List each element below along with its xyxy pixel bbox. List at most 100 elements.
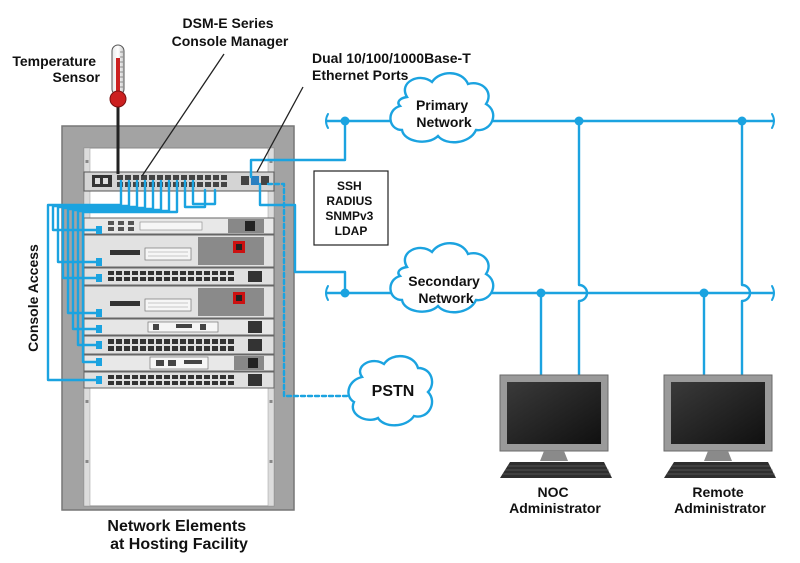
port	[164, 277, 170, 281]
port	[172, 339, 178, 344]
port	[188, 346, 194, 351]
port	[125, 175, 131, 180]
ethernet-ports-label: Dual 10/100/1000Base-T Ethernet Ports	[312, 50, 475, 83]
port	[220, 277, 226, 281]
port	[188, 339, 194, 344]
port	[188, 271, 194, 275]
noc-to-primary	[577, 119, 589, 377]
port	[204, 381, 210, 385]
port	[164, 271, 170, 275]
port	[124, 271, 130, 275]
port	[124, 381, 130, 385]
port	[212, 277, 218, 281]
port	[148, 271, 154, 275]
port	[140, 375, 146, 379]
secondary-network-label: Secondary Network	[408, 273, 483, 306]
port	[180, 346, 186, 351]
port	[228, 271, 234, 275]
port	[116, 381, 122, 385]
port	[188, 375, 194, 379]
port	[196, 375, 202, 379]
port	[148, 381, 154, 385]
port	[148, 375, 154, 379]
port	[156, 375, 162, 379]
console-manager-unit	[83, 171, 275, 192]
port	[204, 277, 210, 281]
port	[212, 381, 218, 385]
computer-monitor-icon	[499, 374, 612, 478]
port	[204, 375, 210, 379]
port	[212, 375, 218, 379]
port	[213, 175, 219, 180]
port	[141, 175, 147, 180]
primary-network-label: Primary Network	[416, 97, 472, 130]
port	[108, 346, 114, 351]
port	[164, 381, 170, 385]
port	[188, 381, 194, 385]
port	[133, 175, 139, 180]
remote-to-primary	[740, 119, 752, 377]
pstn-label: PSTN	[372, 383, 415, 400]
port	[116, 346, 122, 351]
port	[148, 277, 154, 281]
pstn-dialup-line	[266, 182, 362, 398]
port	[196, 346, 202, 351]
cloud-icon	[347, 355, 434, 427]
port	[180, 277, 186, 281]
port	[116, 277, 122, 281]
port	[220, 375, 226, 379]
port	[132, 375, 138, 379]
port	[205, 182, 211, 187]
port	[228, 375, 234, 379]
port	[204, 339, 210, 344]
rack-equipment	[83, 217, 275, 389]
port	[173, 175, 179, 180]
hosting-facility-label: Network Elements at Hosting Facility	[107, 518, 250, 553]
port	[189, 175, 195, 180]
port	[220, 339, 226, 344]
port	[205, 175, 211, 180]
port	[132, 271, 138, 275]
port	[156, 346, 162, 351]
port	[212, 346, 218, 351]
port	[132, 381, 138, 385]
port	[140, 339, 146, 344]
port	[212, 339, 218, 344]
port	[204, 346, 210, 351]
port	[116, 339, 122, 344]
port	[172, 277, 178, 281]
port	[140, 277, 146, 281]
port	[116, 271, 122, 275]
port	[108, 339, 114, 344]
port	[108, 277, 114, 281]
port	[228, 339, 234, 344]
port	[156, 271, 162, 275]
port	[172, 271, 178, 275]
port	[108, 381, 114, 385]
eth2-to-secondary	[258, 182, 347, 295]
port	[221, 175, 227, 180]
port	[156, 339, 162, 344]
port	[164, 339, 170, 344]
port	[132, 346, 138, 351]
port	[228, 381, 234, 385]
port	[132, 339, 138, 344]
port	[140, 346, 146, 351]
port	[148, 346, 154, 351]
port	[188, 277, 194, 281]
port	[140, 381, 146, 385]
port	[117, 175, 123, 180]
port	[132, 277, 138, 281]
console-cables	[46, 179, 217, 382]
port	[157, 175, 163, 180]
port	[124, 375, 130, 379]
port	[180, 271, 186, 275]
port	[196, 339, 202, 344]
port	[196, 271, 202, 275]
cloud-icon	[389, 242, 495, 314]
port	[220, 271, 226, 275]
port	[204, 271, 210, 275]
port	[228, 277, 234, 281]
port	[180, 381, 186, 385]
port	[124, 339, 130, 344]
